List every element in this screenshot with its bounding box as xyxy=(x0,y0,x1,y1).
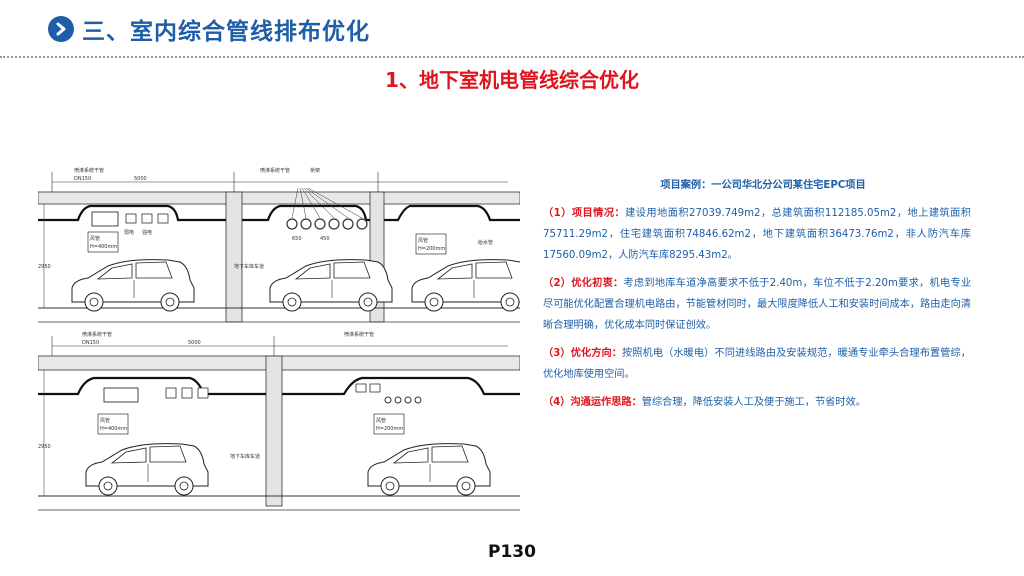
label-weak: 弱电 xyxy=(124,229,134,236)
case-title: 项目案例：一公司华北分公司某住宅EPC项目 xyxy=(660,180,866,191)
label-dim-2950-lower: 2950 xyxy=(38,444,51,450)
label-h400: H=400mm xyxy=(90,244,117,250)
case-description-panel: 项目案例：一公司华北分公司某住宅EPC项目 （1）项目情况：建设用地面积2703… xyxy=(543,175,971,420)
label-h200-lower: H=200mm xyxy=(376,426,403,432)
label-duct-lower-right: 风管 xyxy=(376,417,386,424)
page-number: P130 xyxy=(488,542,536,562)
label-lane: 地下车库车道 xyxy=(234,263,264,270)
label-dim-5000-lower: 5000 xyxy=(188,340,201,346)
paragraph-optimization-intent: （2）优化初衷：考虑到地库车道净高要求不低于2.40m，车位不低于2.20m要求… xyxy=(543,273,971,336)
paragraph-label: （3）优化方向： xyxy=(543,348,623,359)
paragraph-label: （4）沟通运作思路： xyxy=(543,397,642,408)
section-lower xyxy=(38,336,520,511)
mep-section-drawing: 喷淋系统干管 DN150 5000 喷淋系统干管 桥架 风管 H=400mm 弱… xyxy=(38,158,520,518)
label-lane-lower: 地下车库车道 xyxy=(230,453,260,460)
paragraph-project-status: （1）项目情况：建设用地面积27039.749m2，总建筑面积112185.05… xyxy=(543,203,971,266)
paragraph-optimization-direction: （3）优化方向：按照机电（水暖电）不同进线路由及安装规范，暖通专业牵头合理布置管… xyxy=(543,343,971,385)
paragraph-body: 管综合理，降低安装人工及便于施工，节省时效。 xyxy=(641,397,866,408)
section-header: 三、室内综合管线排布优化 xyxy=(48,14,370,45)
label-pipe-main-lower: 喷淋系统干管 xyxy=(82,331,112,338)
slide-subtitle: 1、地下室机电管线综合优化 xyxy=(385,68,639,92)
label-pipe-main-1: 喷淋系统干管 xyxy=(74,167,104,174)
label-dn150-lower: DN150 xyxy=(82,340,99,346)
label-bridge: 桥架 xyxy=(310,167,320,174)
header-divider xyxy=(0,56,1024,58)
chevron-right-circle-icon xyxy=(48,16,74,42)
label-duct: 风管 xyxy=(90,235,100,242)
label-pipe-main-2: 喷淋系统干管 xyxy=(260,167,290,174)
label-h200: H=200mm xyxy=(418,246,445,252)
label-dn150: DN150 xyxy=(74,176,91,182)
label-dim-5000: 5000 xyxy=(134,176,147,182)
label-duct-lower: 风管 xyxy=(100,417,110,424)
section-title: 三、室内综合管线排布优化 xyxy=(82,19,370,45)
label-strong: 强电 xyxy=(142,229,152,236)
paragraph-body: 按照机电（水暖电）不同进线路由及安装规范，暖通专业牵头合理布置管综，优化地库使用… xyxy=(543,348,971,380)
section-upper xyxy=(38,172,520,323)
paragraph-label: （2）优化初衷： xyxy=(543,278,624,289)
paragraph-body: 考虑到地库车道净高要求不低于2.40m，车位不低于2.20m要求，机电专业尽可能… xyxy=(543,278,972,331)
paragraph-communication: （4）沟通运作思路：管综合理，降低安装人工及便于施工，节省时效。 xyxy=(543,392,971,413)
label-duct-right: 风管 xyxy=(418,237,428,244)
label-h400-lower: H=400mm xyxy=(100,426,127,432)
paragraph-label: （1）项目情况： xyxy=(543,208,626,219)
label-dim-450: 450 xyxy=(320,236,330,242)
label-water: 给水管 xyxy=(478,239,493,246)
label-pipe-main-lower-right: 喷淋系统干管 xyxy=(344,331,374,338)
label-dim-2950: 2950 xyxy=(38,264,51,270)
paragraph-body: 建设用地面积27039.749m2，总建筑面积112185.05m2，地上建筑面… xyxy=(543,208,971,261)
label-dim-650: 650 xyxy=(292,236,302,242)
